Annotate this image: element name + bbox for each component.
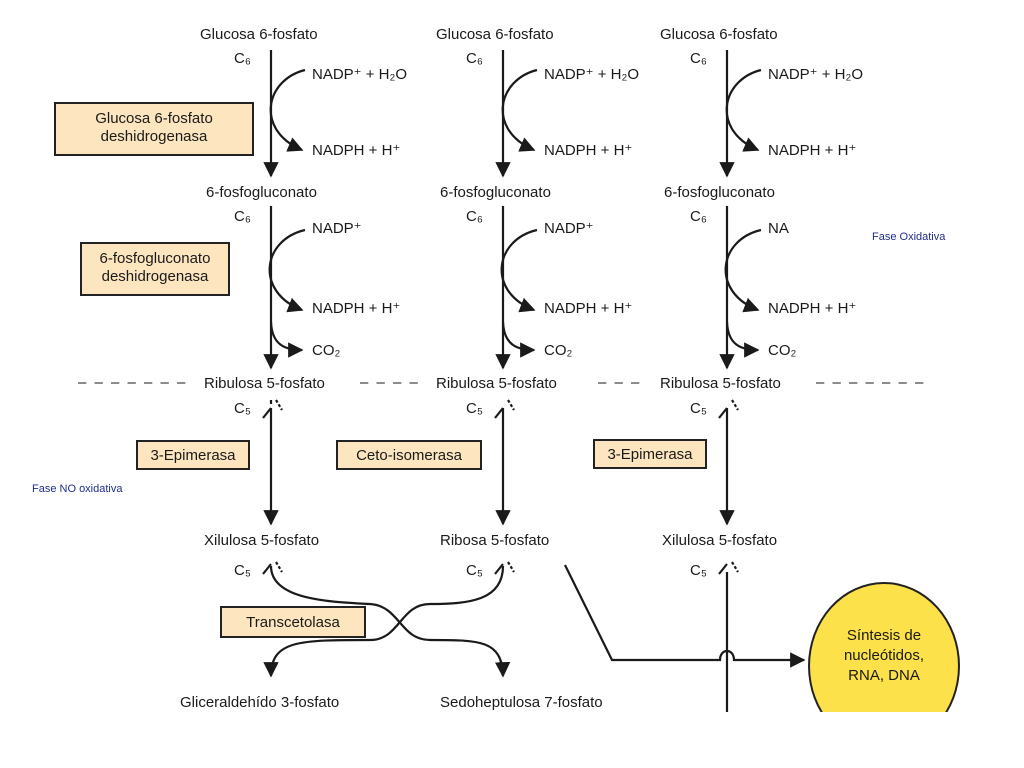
ribulose-5-phosphate-1: Ribulosa 5-fosfato <box>204 375 325 392</box>
6-phosphogluconate-1: 6-fosfogluconato <box>206 184 317 201</box>
nadp-label: NADP⁺ <box>544 220 594 237</box>
ribulose-5-phosphate-2: Ribulosa 5-fosfato <box>436 375 557 392</box>
nadph-label: NADPH + H⁺ <box>312 142 401 159</box>
oxidative-phase-label: Fase Oxidativa <box>872 231 946 243</box>
c6-label: C₆ <box>234 208 251 225</box>
enzyme-name-line: deshidrogenasa <box>100 128 208 145</box>
nadph-label: NADPH + H⁺ <box>768 300 857 317</box>
co2-label: CO₂ <box>544 342 573 359</box>
nadp-curve-2b <box>500 228 538 313</box>
co2-curve-1 <box>269 321 304 358</box>
c5-label: C₅ <box>690 562 707 579</box>
synthesis-line: Síntesis de <box>846 627 922 644</box>
glucose-6-phosphate-1: Glucosa 6-fosfato <box>200 26 318 43</box>
enzyme-transketolase: Transcetolasa <box>220 606 366 638</box>
c5-label: C₅ <box>690 400 707 417</box>
c5-label: C₅ <box>234 562 251 579</box>
sedoheptulose-7-phosphate: Sedoheptulosa 7-fosfato <box>440 694 603 711</box>
nadp-label: NADP⁺ <box>312 220 362 237</box>
nadp-curve-1b <box>268 228 306 313</box>
nadp-curve-1a <box>269 68 306 152</box>
xylulose-5-phosphate-3: Xilulosa 5-fosfato <box>662 532 778 549</box>
nadph-label: NADPH + H⁺ <box>768 142 857 159</box>
nadp-h2o-label: NADP⁺ + H₂O <box>312 66 408 83</box>
glucose-6-phosphate-2: Glucosa 6-fosfato <box>436 26 554 43</box>
co2-label: CO₂ <box>768 342 797 359</box>
co2-label: CO₂ <box>312 342 341 359</box>
bottom-crop <box>790 712 1024 768</box>
c5-label: C₅ <box>466 562 483 579</box>
synthesis-line: nucleótidos, <box>843 647 925 664</box>
nadp-curve-3b <box>724 228 762 313</box>
enzyme-name-line: Glucosa 6-fosfato <box>95 110 213 127</box>
transketolase-path-a <box>269 565 511 678</box>
non-oxidative-phase-label: Fase NO oxidativa <box>32 483 123 495</box>
glyceraldehyde-3-phosphate: Gliceraldehído 3-fosfato <box>180 694 340 711</box>
nadp-curve-2a <box>501 68 538 152</box>
c6-label: C₆ <box>466 50 483 67</box>
enzyme-6pgdh: 6-fosfogluconato deshidrogenasa <box>80 242 230 296</box>
ribose-5-phosphate: Ribosa 5-fosfato <box>440 532 550 549</box>
nadp-curve-3a <box>725 68 762 152</box>
nadph-label: NADPH + H⁺ <box>312 300 401 317</box>
xylulose-5-phosphate-1: Xilulosa 5-fosfato <box>204 532 320 549</box>
co2-curve-3 <box>725 321 760 358</box>
nadp-h2o-label: NADP⁺ + H₂O <box>544 66 640 83</box>
phase-divider: – – – – – – – <box>78 374 188 391</box>
6-phosphogluconate-3: 6-fosfogluconato <box>664 184 775 201</box>
glucose-6-phosphate-3: Glucosa 6-fosfato <box>660 26 778 43</box>
nadph-label: NADPH + H⁺ <box>544 142 633 159</box>
synthesis-line: RNA, DNA <box>848 667 920 684</box>
c5-label: C₅ <box>234 400 251 417</box>
c6-label: C₆ <box>466 208 483 225</box>
enzyme-name-line: 6-fosfogluconato <box>99 250 211 267</box>
enzyme-g6pdh: Glucosa 6-fosfato deshidrogenasa <box>54 102 254 156</box>
c6-label: C₆ <box>234 50 251 67</box>
ribose-to-synthesis-arrow <box>564 564 806 668</box>
co2-curve-2 <box>501 321 536 358</box>
nadp-h2o-label: NADP⁺ + H₂O <box>768 66 864 83</box>
phase-divider: – – – – – – – <box>816 374 926 391</box>
c6-label: C₆ <box>690 208 707 225</box>
c5-label: C₅ <box>466 400 483 417</box>
6-phosphogluconate-2: 6-fosfogluconato <box>440 184 551 201</box>
phase-divider: – – – – <box>360 374 420 391</box>
c6-label: C₆ <box>690 50 707 67</box>
ribulose-5-phosphate-3: Ribulosa 5-fosfato <box>660 375 781 392</box>
nadph-label: NADPH + H⁺ <box>544 300 633 317</box>
enzyme-3-epimerase-left: 3-Epimerasa <box>136 440 250 470</box>
nadp-label: NA <box>768 220 789 237</box>
enzyme-keto-isomerase: Ceto-isomerasa <box>336 440 482 470</box>
enzyme-3-epimerase-right: 3-Epimerasa <box>593 439 707 469</box>
enzyme-name-line: deshidrogenasa <box>101 268 209 285</box>
transketolase-path-b <box>263 565 505 678</box>
phase-divider: – – – <box>598 374 642 391</box>
